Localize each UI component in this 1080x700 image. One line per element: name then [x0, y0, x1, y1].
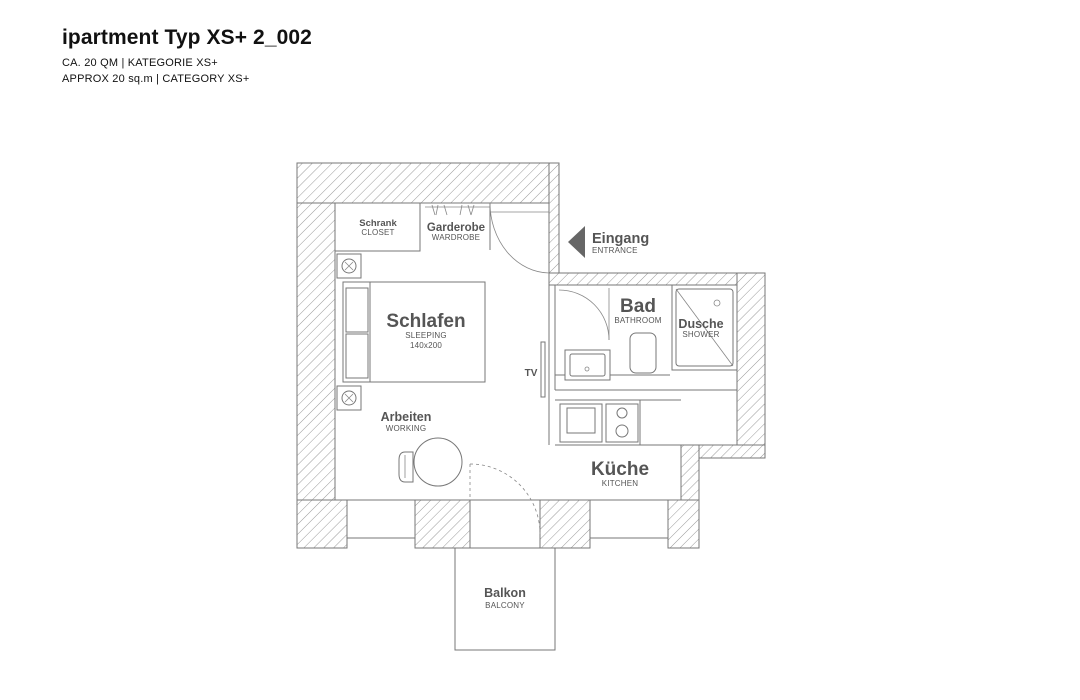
desk — [398, 437, 463, 487]
entrance-label: Eingang — [592, 231, 649, 247]
pillow-1 — [345, 287, 369, 333]
wall-bottom-3 — [539, 499, 591, 549]
toilet — [629, 332, 657, 374]
chair — [398, 451, 414, 483]
windows — [346, 499, 669, 539]
wall-bottom-4 — [667, 499, 700, 549]
kitchen-sublabel: KITCHEN — [602, 479, 639, 488]
wardrobe-label: Garderobe — [427, 222, 485, 234]
nightstand-lamp-icon — [344, 393, 354, 403]
bathroom-sublabel: BATHROOM — [614, 316, 661, 325]
working-sublabel: WORKING — [386, 424, 427, 433]
pillow-2 — [345, 333, 369, 379]
balcony-sublabel: BALCONY — [485, 601, 525, 610]
window-1 — [346, 499, 416, 539]
closet — [334, 202, 421, 252]
entrance-sublabel: ENTRANCE — [592, 246, 638, 255]
wall-bottom-1 — [296, 499, 348, 549]
balcony-label: Balkon — [484, 586, 526, 600]
sleeping-sublabel: SLEEPING — [405, 331, 447, 340]
tv-label: TV — [525, 368, 538, 379]
entrance-arrow-icon — [568, 226, 585, 258]
cooktop — [605, 403, 639, 443]
area-category-de: CA. 20 QM | KATEGORIE XS+ — [62, 57, 218, 69]
wall-top — [296, 162, 560, 204]
balcony-door-opening — [469, 499, 541, 549]
sleeping-label: Schlafen — [386, 311, 465, 332]
round-table — [413, 437, 463, 487]
wardrobe-hangers — [425, 204, 490, 216]
wardrobe-sublabel: WARDROBE — [432, 233, 480, 242]
balcony-area — [454, 463, 556, 651]
wall-bathroom-top — [548, 272, 766, 286]
balcony-door-swing — [469, 463, 541, 535]
bathroom-label: Bad — [620, 296, 656, 317]
wall-entrance-column — [548, 162, 560, 274]
bathroom — [555, 284, 738, 391]
nightstand-bottom — [336, 385, 362, 411]
kitchen-label: Küche — [591, 459, 649, 480]
bed-size: 140x200 — [410, 341, 442, 350]
closet-label: Schrank — [359, 218, 397, 229]
walls — [296, 162, 766, 549]
nightstand-lamp-icon — [344, 261, 354, 271]
tv-unit — [540, 341, 546, 398]
shower-sublabel: SHOWER — [682, 330, 719, 339]
entrance-door — [489, 202, 550, 274]
closet-sublabel: CLOSET — [361, 228, 394, 237]
wall-left — [296, 162, 336, 549]
wall-right — [736, 272, 766, 459]
balcony — [454, 547, 556, 651]
window-2 — [589, 499, 669, 539]
shower-label: Dusche — [678, 317, 723, 331]
working-label: Arbeiten — [381, 410, 432, 424]
wall-bottom-2 — [414, 499, 471, 549]
bathroom-door-swing — [558, 289, 610, 341]
nightstand-top — [336, 253, 362, 279]
tv-wall — [540, 285, 556, 445]
area-category-en: APPROX 20 sq.m | CATEGORY XS+ — [62, 73, 250, 85]
page-title: ipartment Typ XS+ 2_002 — [62, 26, 312, 49]
kitchen — [555, 399, 681, 446]
bed — [342, 281, 486, 383]
